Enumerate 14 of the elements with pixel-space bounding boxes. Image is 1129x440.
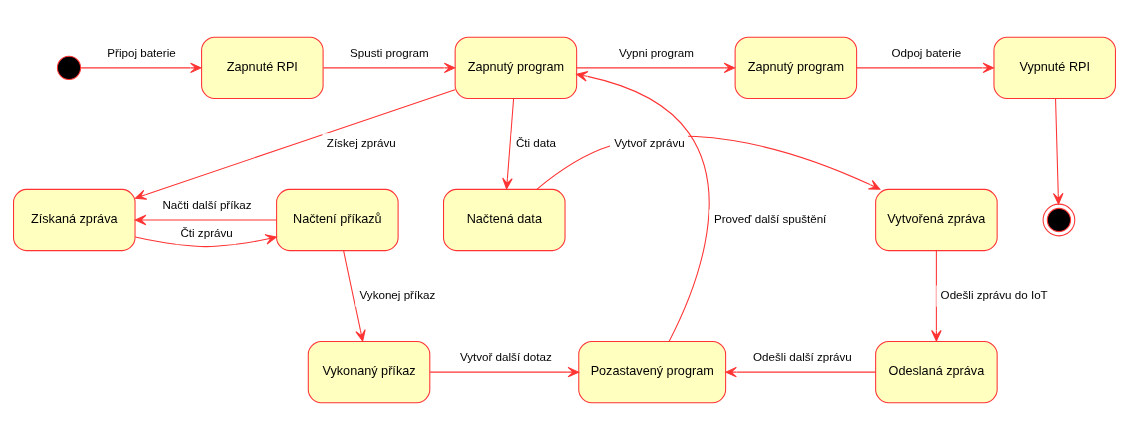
edge-label: Vytvoř další dotaz bbox=[459, 350, 552, 364]
edge-label: Proveď další spuštění bbox=[713, 211, 827, 225]
edge-label: Vykonej příkaz bbox=[359, 288, 436, 302]
edge-label: Vypni program bbox=[618, 46, 694, 60]
edge-label: Odešli další zprávu bbox=[753, 350, 852, 364]
edge-label: Odešli zprávu do IoT bbox=[940, 288, 1048, 302]
edge-label: Získej zprávu bbox=[326, 135, 396, 149]
edge-label: Připoj baterie bbox=[107, 46, 176, 60]
edge-label: Načti další příkaz bbox=[162, 198, 252, 212]
edge-label: Čti data bbox=[515, 135, 556, 149]
edge-label: Vytvoř zprávu bbox=[614, 135, 685, 149]
edge-label: Čti zprávu bbox=[180, 225, 233, 239]
edge-label: Odpoj baterie bbox=[891, 46, 962, 60]
edge-label: Spusti program bbox=[350, 46, 429, 60]
